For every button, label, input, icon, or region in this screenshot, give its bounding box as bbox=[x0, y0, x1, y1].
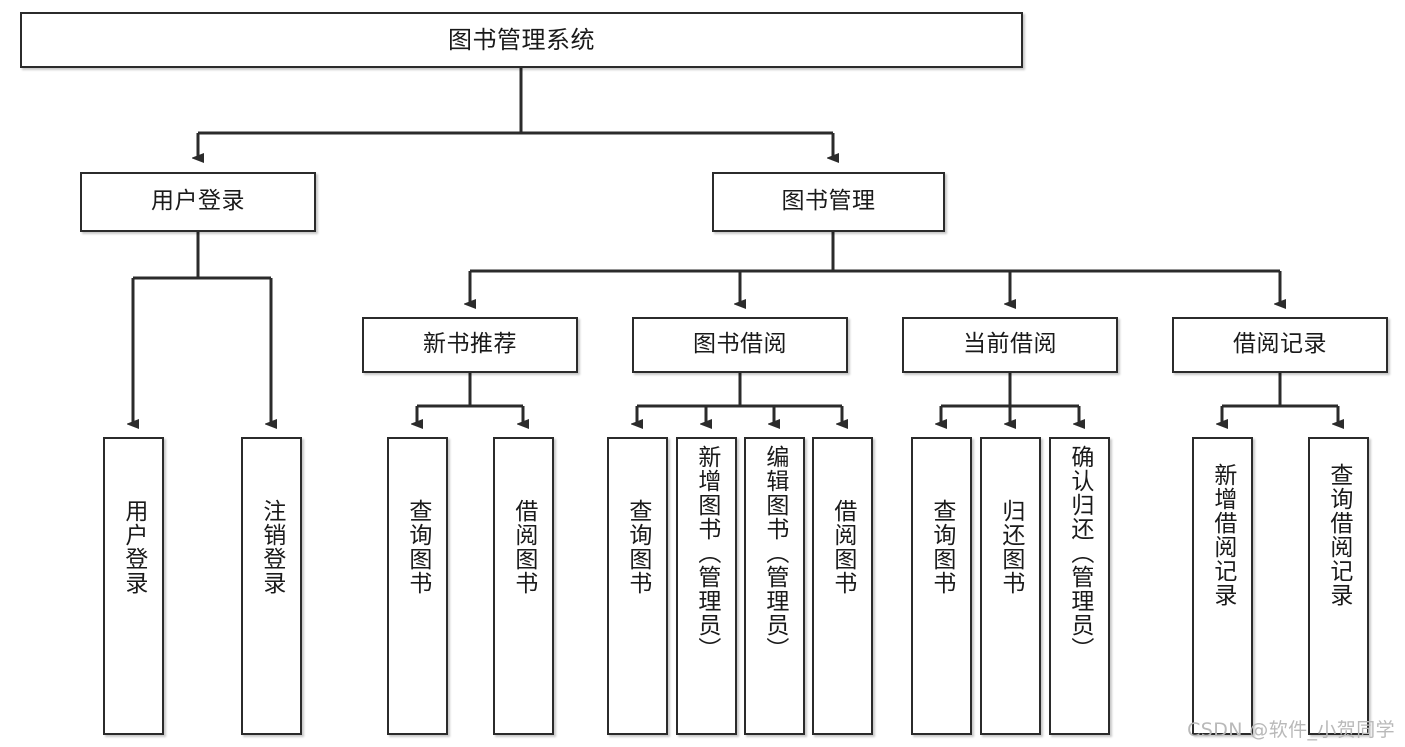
node-leaf-return-book[interactable]: 归还图书 bbox=[980, 437, 1041, 735]
node-label: 编辑图书（管理员） bbox=[761, 445, 788, 661]
node-leaf-add-book-admin[interactable]: 新增图书（管理员） bbox=[676, 437, 737, 735]
node-leaf-confirm-return-admin[interactable]: 确认归还（管理员） bbox=[1049, 437, 1110, 735]
node-leaf-edit-book-admin[interactable]: 编辑图书（管理员） bbox=[744, 437, 805, 735]
node-leaf-query-book-borrow[interactable]: 查询图书 bbox=[607, 437, 668, 735]
node-label: 查询图书 bbox=[404, 499, 431, 595]
node-label: 图书借阅 bbox=[693, 331, 787, 358]
node-label: 新增图书（管理员） bbox=[693, 445, 720, 661]
node-label: 图书管理 bbox=[781, 188, 876, 215]
node-leaf-borrow-book[interactable]: 借阅图书 bbox=[812, 437, 873, 735]
node-leaf-borrow-book-recommend[interactable]: 借阅图书 bbox=[493, 437, 554, 735]
node-label: 新增借阅记录 bbox=[1209, 463, 1236, 607]
node-book-management[interactable]: 图书管理 bbox=[712, 172, 945, 232]
node-label: 新书推荐 bbox=[423, 331, 517, 358]
node-borrow-record[interactable]: 借阅记录 bbox=[1172, 317, 1388, 373]
node-label: 查询图书 bbox=[624, 499, 651, 595]
node-new-book-recommend[interactable]: 新书推荐 bbox=[362, 317, 578, 373]
node-leaf-query-borrow-record[interactable]: 查询借阅记录 bbox=[1308, 437, 1369, 735]
node-current-borrow[interactable]: 当前借阅 bbox=[902, 317, 1118, 373]
node-leaf-add-borrow-record[interactable]: 新增借阅记录 bbox=[1192, 437, 1253, 735]
node-label: 借阅图书 bbox=[829, 499, 856, 595]
node-label: 注销登录 bbox=[258, 499, 285, 595]
node-leaf-query-book-recommend[interactable]: 查询图书 bbox=[387, 437, 448, 735]
node-label: 借阅图书 bbox=[510, 499, 537, 595]
node-user-login[interactable]: 用户登录 bbox=[80, 172, 316, 232]
node-label: 查询图书 bbox=[928, 499, 955, 595]
node-label: 用户登录 bbox=[120, 499, 147, 595]
node-label: 借阅记录 bbox=[1233, 331, 1327, 358]
node-label: 当前借阅 bbox=[963, 331, 1057, 358]
watermark-text: CSDN @软件_小贺同学 bbox=[1187, 719, 1395, 741]
node-book-borrow[interactable]: 图书借阅 bbox=[632, 317, 848, 373]
node-leaf-user-login[interactable]: 用户登录 bbox=[103, 437, 164, 735]
node-label: 确认归还（管理员） bbox=[1066, 445, 1093, 661]
node-label: 归还图书 bbox=[997, 499, 1024, 595]
node-leaf-logout[interactable]: 注销登录 bbox=[241, 437, 302, 735]
node-root-book-management-system[interactable]: 图书管理系统 bbox=[20, 12, 1023, 68]
node-label: 查询借阅记录 bbox=[1325, 463, 1352, 607]
node-leaf-query-book-current[interactable]: 查询图书 bbox=[911, 437, 972, 735]
node-label: 用户登录 bbox=[151, 188, 245, 215]
node-label: 图书管理系统 bbox=[448, 25, 595, 54]
